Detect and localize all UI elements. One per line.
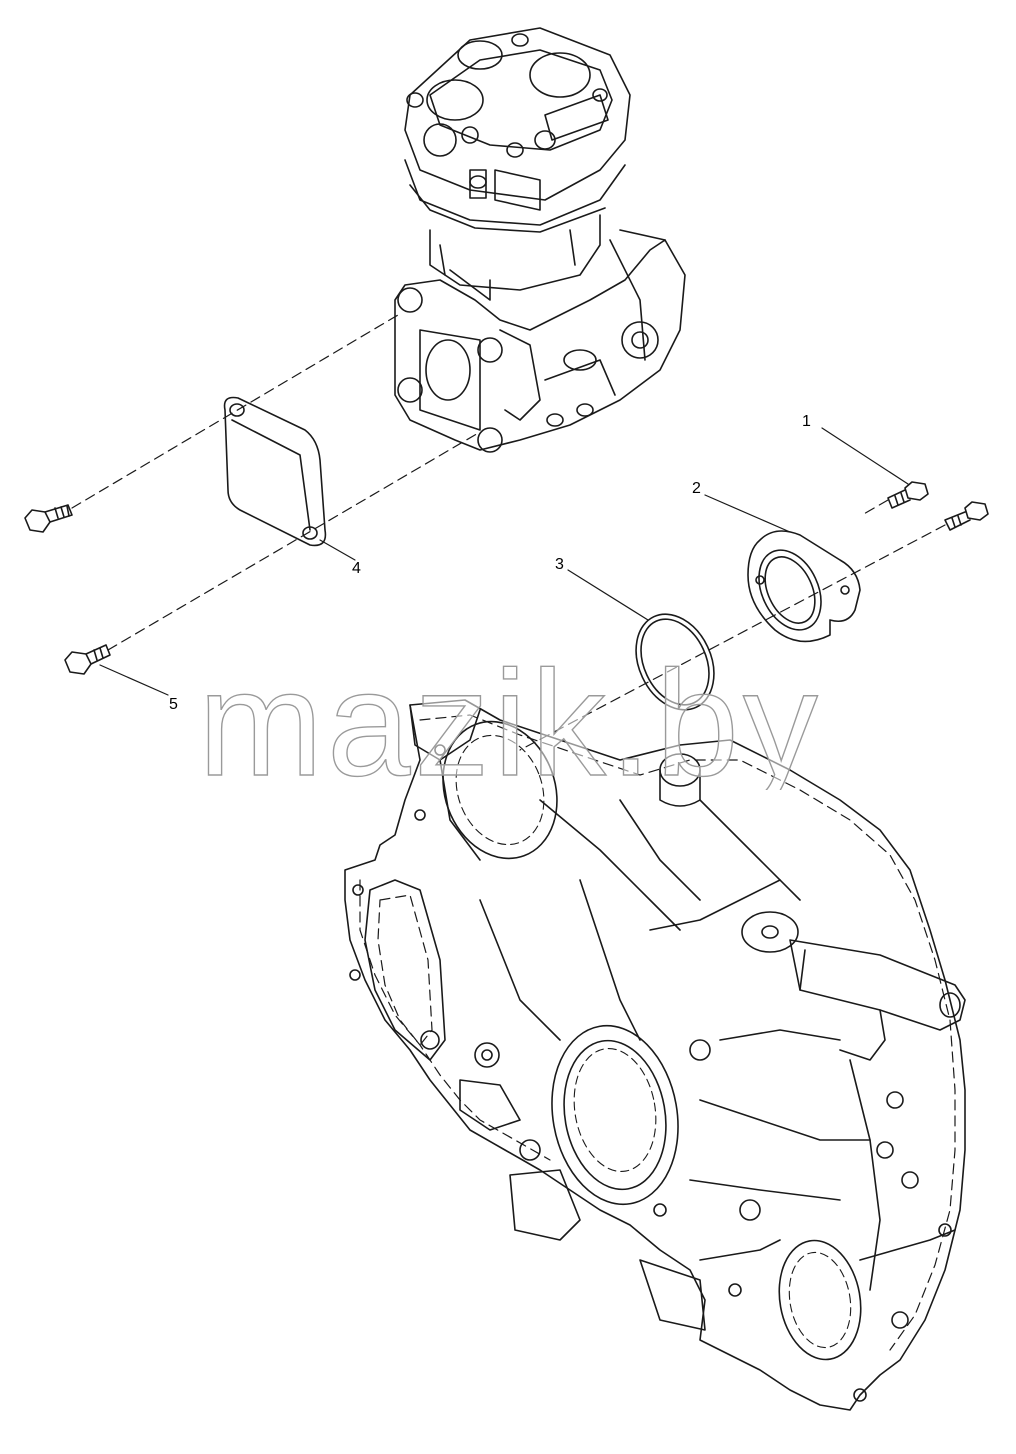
cover-plate	[223, 396, 327, 547]
bolt-5	[64, 644, 111, 675]
bolt-left-upper	[24, 504, 73, 533]
svg-text:mazik.by: mazik.by	[198, 650, 822, 790]
air-compressor	[394, 27, 686, 453]
callout-1: 1	[802, 413, 811, 430]
callout-2: 2	[692, 480, 701, 497]
assembly-lines	[71, 314, 946, 751]
callout-3: 3	[555, 556, 564, 573]
adapter-flange	[747, 530, 861, 643]
callout-4: 4	[352, 560, 361, 577]
flywheel-housing	[344, 699, 966, 1411]
leader-lines	[99, 427, 909, 696]
o-ring	[635, 613, 715, 711]
watermark-logo: mazik.by	[197, 650, 822, 790]
callout-5: 5	[169, 696, 178, 713]
bolt-right	[944, 501, 989, 531]
bolt-1	[887, 481, 929, 509]
